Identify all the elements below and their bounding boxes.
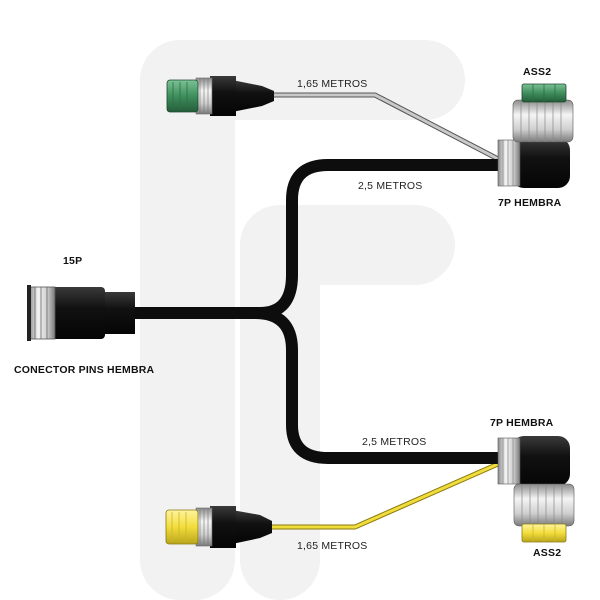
main-pins-label: 15P bbox=[63, 255, 83, 267]
bottom-socket-label: 7P HEMBRA bbox=[490, 417, 554, 429]
bottom-plug-label: ASS2 bbox=[533, 547, 562, 559]
main-15p-connector bbox=[27, 285, 135, 341]
bottom-main-cable bbox=[124, 307, 506, 464]
top-main-cable-length: 2,5 METROS bbox=[358, 180, 423, 192]
top-aux-cable-length: 1,65 METROS bbox=[297, 78, 368, 90]
top-socket-label: 7P HEMBRA bbox=[498, 197, 562, 209]
bottom-main-cable-length: 2,5 METROS bbox=[362, 436, 427, 448]
top-7p-socket bbox=[497, 83, 574, 188]
bottom-yellow-plug bbox=[165, 506, 272, 548]
top-green-plug bbox=[166, 76, 274, 116]
main-connector-label: CONECTOR PINS HEMBRA bbox=[14, 364, 155, 376]
bottom-7p-socket bbox=[497, 436, 575, 543]
top-plug-label: ASS2 bbox=[523, 66, 552, 78]
bottom-aux-cable-length: 1,65 METROS bbox=[297, 540, 368, 552]
